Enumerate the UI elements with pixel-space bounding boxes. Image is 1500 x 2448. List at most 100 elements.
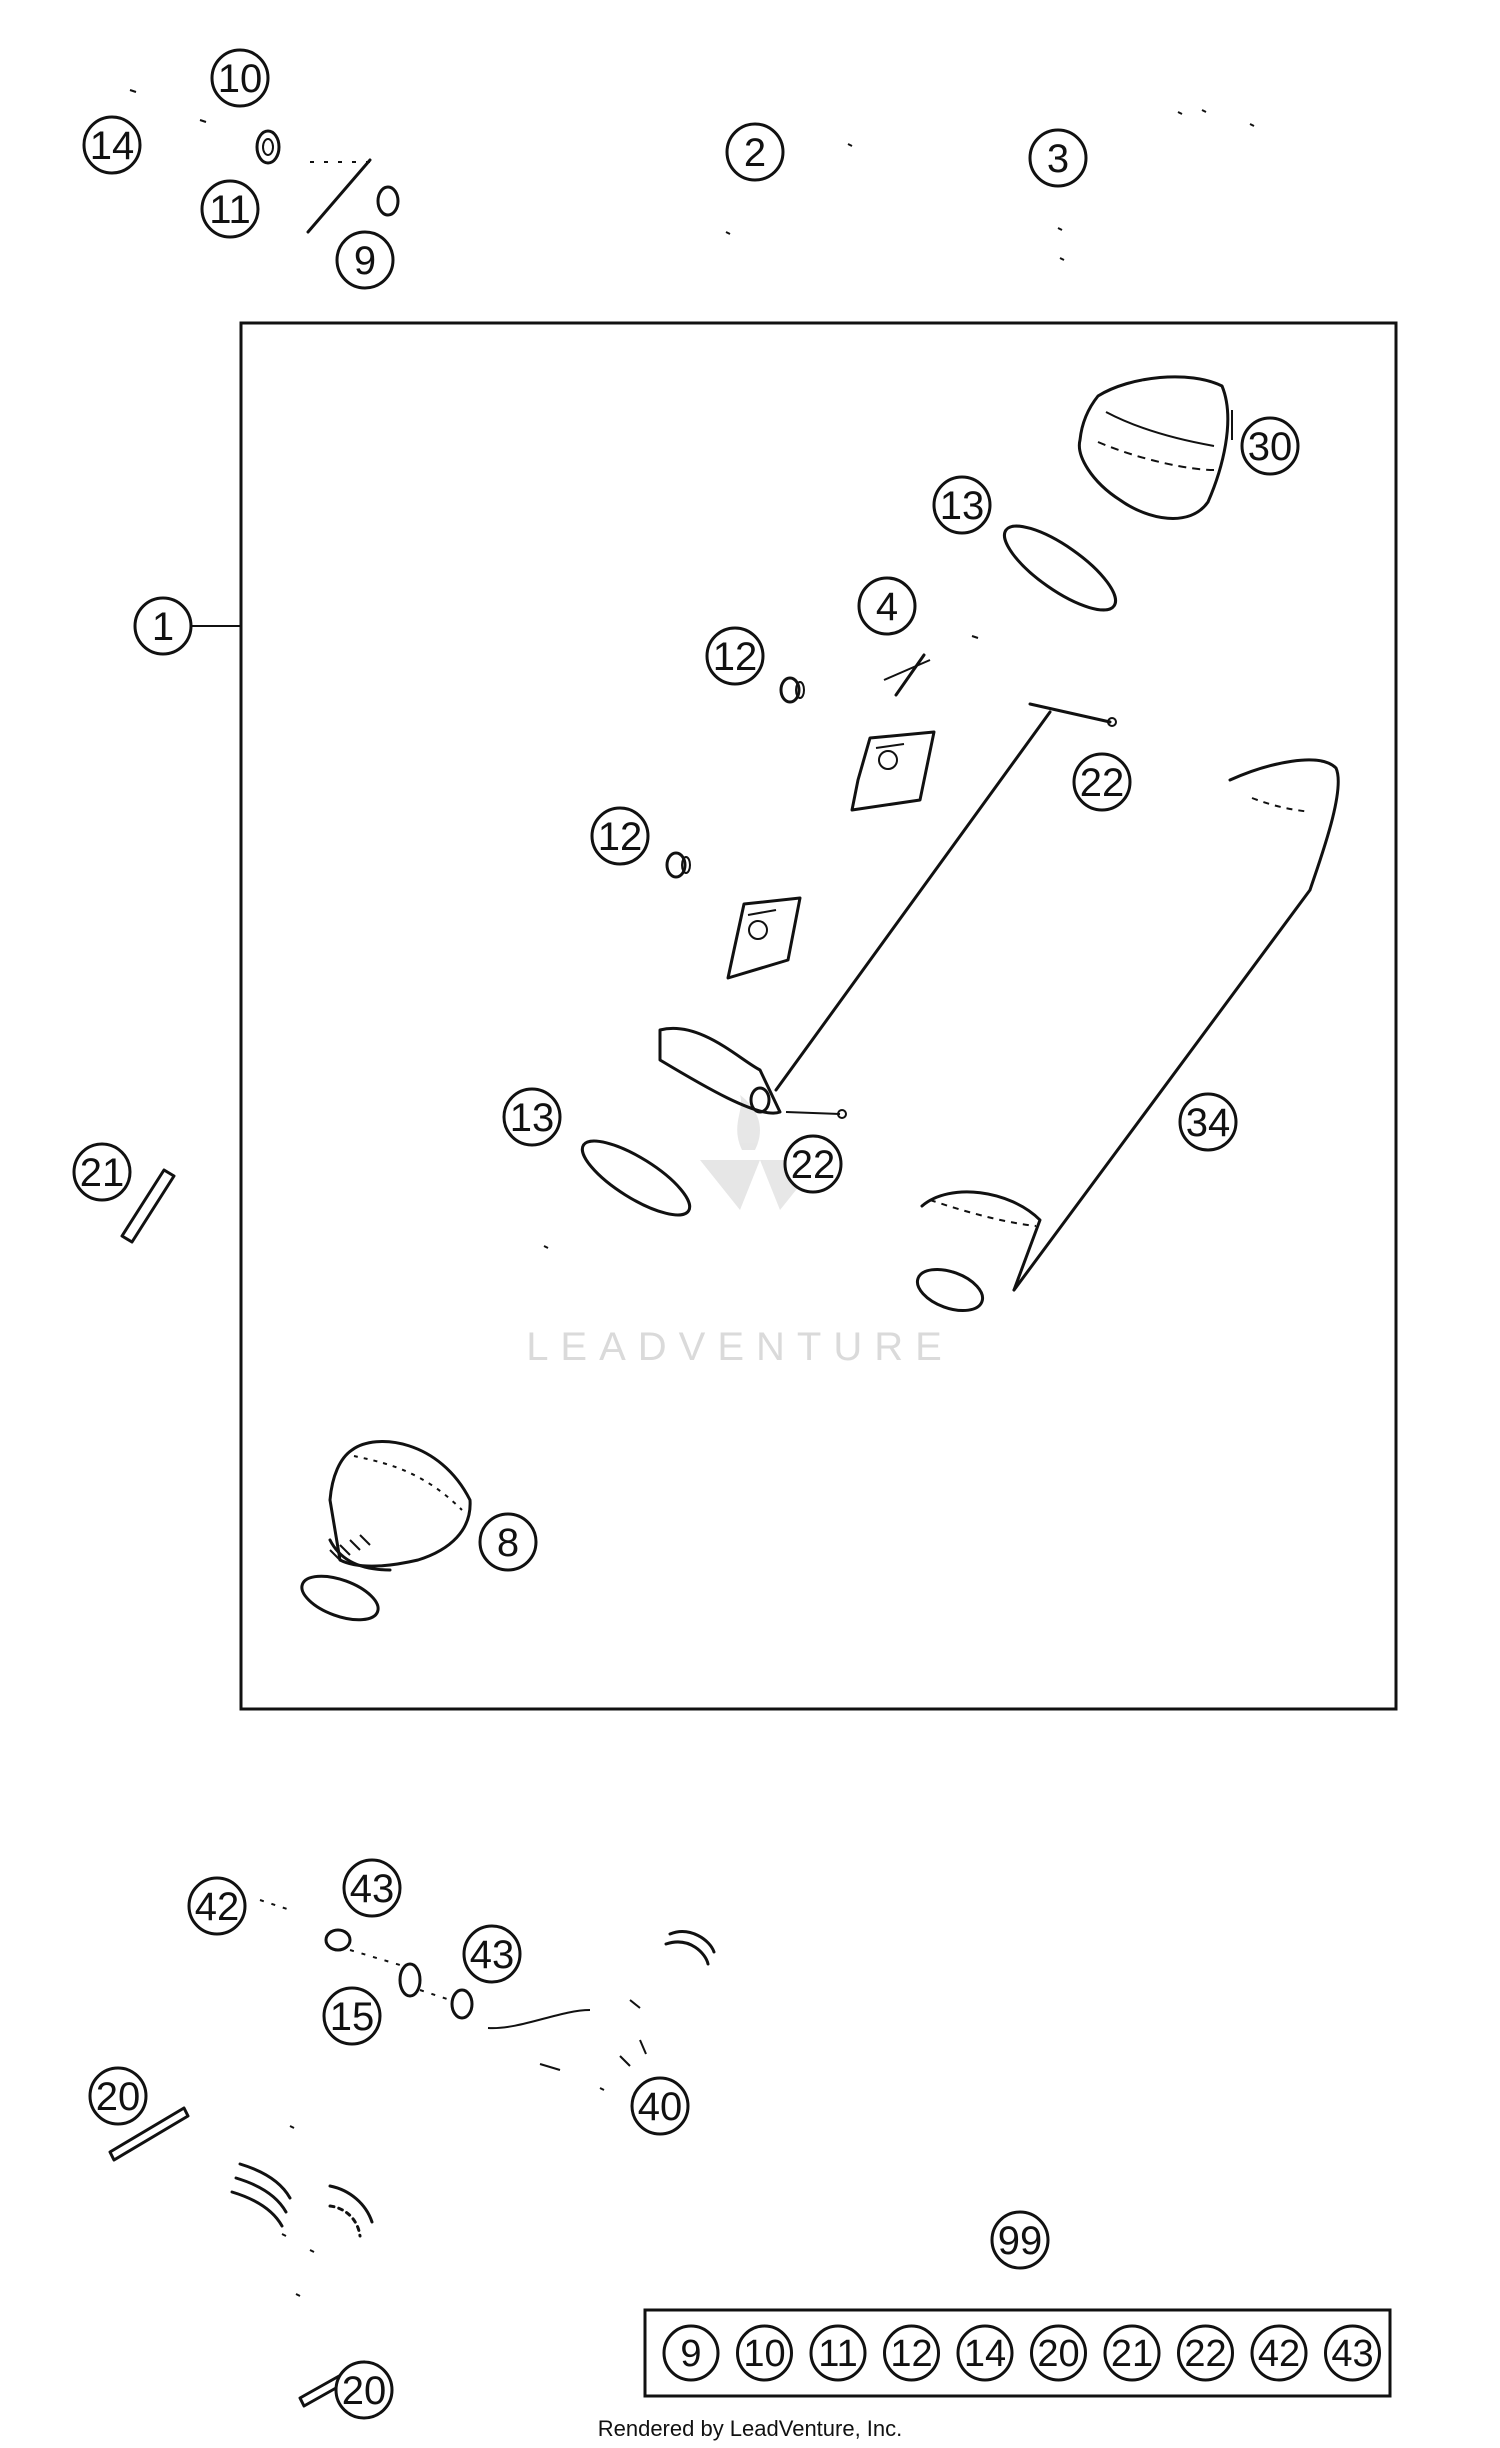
kit-item-label: 9 (680, 2333, 701, 2375)
callout-label: 42 (195, 1885, 240, 1929)
callout-circle (1240, 416, 1300, 476)
kit-item-label: 12 (890, 2333, 932, 2375)
callout-c22b: 22 (783, 1134, 843, 1194)
kit-item: 22 (1177, 2324, 1234, 2382)
end-cap-30 (1077, 375, 1233, 520)
clamp-pieces-bottom (230, 2125, 374, 2297)
kit-item-circle (1250, 2324, 1308, 2382)
callout-circle (200, 179, 260, 239)
kit-item: 42 (1250, 2324, 1308, 2382)
callout-circle (342, 1858, 402, 1918)
callout-c30: 30 (1240, 416, 1300, 476)
callout-c13b: 13 (502, 1087, 562, 1147)
kit-item: 43 (1324, 2324, 1381, 2382)
callout-c12a: 12 (705, 626, 765, 686)
callout-c13a: 13 (932, 475, 992, 535)
callout-label: 15 (330, 1995, 375, 2039)
callout-c40: 40 (630, 2076, 690, 2136)
pin-12-upper (779, 676, 805, 704)
callout-label: 14 (90, 124, 135, 168)
callout-c20a: 20 (88, 2066, 148, 2126)
callout-c8: 8 (478, 1512, 538, 1572)
watermark-text: LEADVENTURE (526, 1325, 954, 1369)
kit-item-label: 20 (1037, 2333, 1079, 2375)
callout-c42: 42 (187, 1876, 247, 1936)
kit-frame (643, 2308, 1392, 2398)
callout-circle (335, 230, 395, 290)
callout-label: 4 (876, 585, 898, 629)
callout-c14a: 14 (82, 115, 142, 175)
callout-c15: 15 (322, 1986, 382, 2046)
kit-items: 9 10 11 12 14 20 21 22 42 43 (662, 2324, 1381, 2382)
bolt-22-upper (1028, 702, 1117, 727)
callout-circle (187, 1876, 247, 1936)
kit-item-circle (1324, 2324, 1381, 2382)
kit-item-label: 14 (964, 2333, 1006, 2375)
mark-1 (543, 1245, 549, 1249)
callout-label: 12 (713, 635, 758, 679)
callout-label: 99 (998, 2219, 1043, 2263)
callout-c34: 34 (1178, 1092, 1238, 1152)
callout-c20b: 20 (334, 2360, 394, 2420)
kit-item: 20 (1030, 2324, 1087, 2382)
callout-c3: 3 (1028, 128, 1088, 188)
callout-label: 22 (791, 1143, 836, 1187)
pipe-hardware-bottom (259, 1899, 716, 2091)
callout-circle (322, 1986, 382, 2046)
callout-circle (478, 1512, 538, 1572)
callout-c43a: 43 (342, 1858, 402, 1918)
kit-item-label: 11 (818, 2333, 857, 2375)
washer-21 (120, 1168, 176, 1244)
kit-item-label: 42 (1258, 2333, 1300, 2375)
silencer-tube-assembly (658, 710, 1052, 1119)
callout-circle (334, 2360, 394, 2420)
callout-circle (783, 1134, 843, 1194)
callout-label: 21 (80, 1151, 125, 1195)
callout-label: 9 (354, 239, 376, 283)
callout-circle (590, 806, 650, 866)
kit-item-circle (809, 2324, 867, 2382)
kit-item-circle (1103, 2324, 1161, 2382)
callout-c21: 21 (72, 1142, 132, 1202)
silencer-body-34 (915, 758, 1340, 1313)
kit-item-circle (1030, 2324, 1087, 2382)
clamp-4 (883, 635, 979, 697)
callout-label: 8 (497, 1521, 519, 1565)
callout-c11a: 11 (200, 179, 260, 239)
callout-label: 43 (470, 1933, 515, 1977)
credit-text: Rendered by LeadVenture, Inc. (598, 2416, 903, 2441)
callout-label: 20 (342, 2369, 387, 2413)
callout-circle (932, 475, 992, 535)
callout-label: 10 (218, 57, 263, 101)
kit-item-circle (956, 2324, 1014, 2382)
callout-label: 43 (350, 1867, 395, 1911)
callout-c2: 2 (725, 122, 785, 182)
small-hardware-top-left (129, 89, 400, 234)
callout-circle (705, 626, 765, 686)
callout-c4: 4 (857, 576, 917, 636)
callout-label: 13 (510, 1096, 555, 1140)
kit-item-label: 21 (1111, 2333, 1153, 2375)
callout-label: 22 (1080, 761, 1125, 805)
callout-circle (133, 596, 193, 656)
callout-c1: 1 (133, 596, 193, 656)
callout-label: 30 (1248, 425, 1293, 469)
kit-item: 10 (736, 2324, 793, 2382)
callout-circle (1072, 752, 1132, 812)
callout-circle (1178, 1092, 1238, 1152)
kit-item-circle (883, 2324, 940, 2382)
callout-circle (725, 122, 785, 182)
callout-circle (630, 2076, 690, 2136)
detail-marks-top (725, 109, 1255, 261)
callout-label: 20 (96, 2075, 141, 2119)
callout-circle (857, 576, 917, 636)
callout-c9a: 9 (335, 230, 395, 290)
callout-circle (462, 1924, 522, 1984)
callout-circle (502, 1087, 562, 1147)
callout-label: 3 (1047, 137, 1069, 181)
callout-c99: 99 (990, 2210, 1050, 2270)
kit-box: 9 10 11 12 14 20 21 22 42 43 (643, 2308, 1392, 2398)
assembly-frame (239, 321, 1398, 1711)
